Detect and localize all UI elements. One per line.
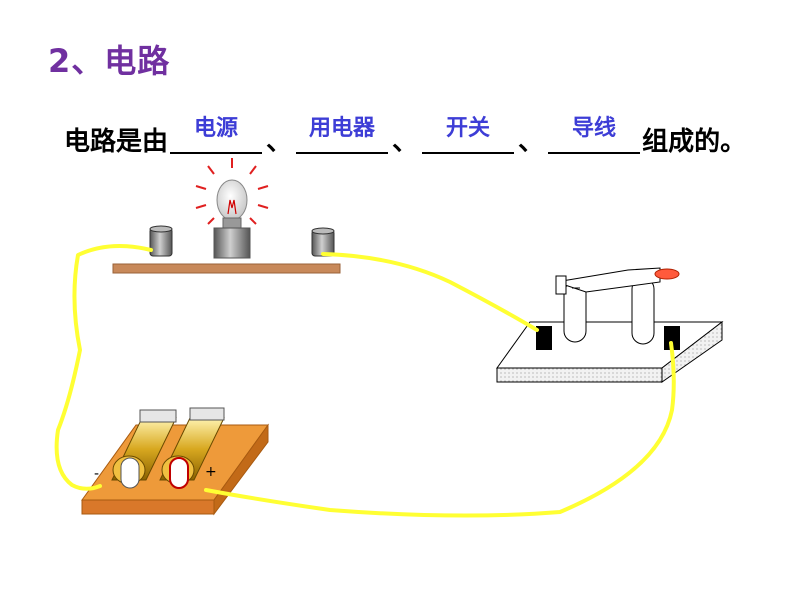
blank-4: 导线: [548, 116, 641, 154]
knife-switch-icon: [496, 267, 724, 383]
separator-2: 、: [392, 127, 419, 157]
blank-3: 开关: [422, 116, 515, 154]
sentence-suffix: 组成的。: [642, 127, 747, 157]
separator-1: 、: [266, 127, 293, 157]
blank-1: 电源: [170, 116, 263, 154]
answer-3: 开关: [446, 116, 491, 141]
sentence-prefix: 电路是由: [64, 127, 169, 157]
fill-in-sentence: 电路是由 电源 、 用电器 、 开关 、 导线 组成的。: [64, 116, 747, 158]
wire-icon: [54, 244, 676, 518]
slide-heading: 2、电路: [48, 42, 171, 80]
light-bulb-icon: [112, 158, 341, 274]
svg-text:+: +: [205, 464, 217, 480]
blank-2: 用电器: [296, 116, 389, 154]
answer-4: 导线: [572, 116, 617, 141]
answer-1: 电源: [194, 116, 239, 141]
answer-2: 用电器: [309, 116, 376, 141]
battery-box-icon: - +: [81, 407, 269, 516]
separator-3: 、: [518, 127, 545, 157]
svg-text:-: -: [94, 466, 99, 482]
